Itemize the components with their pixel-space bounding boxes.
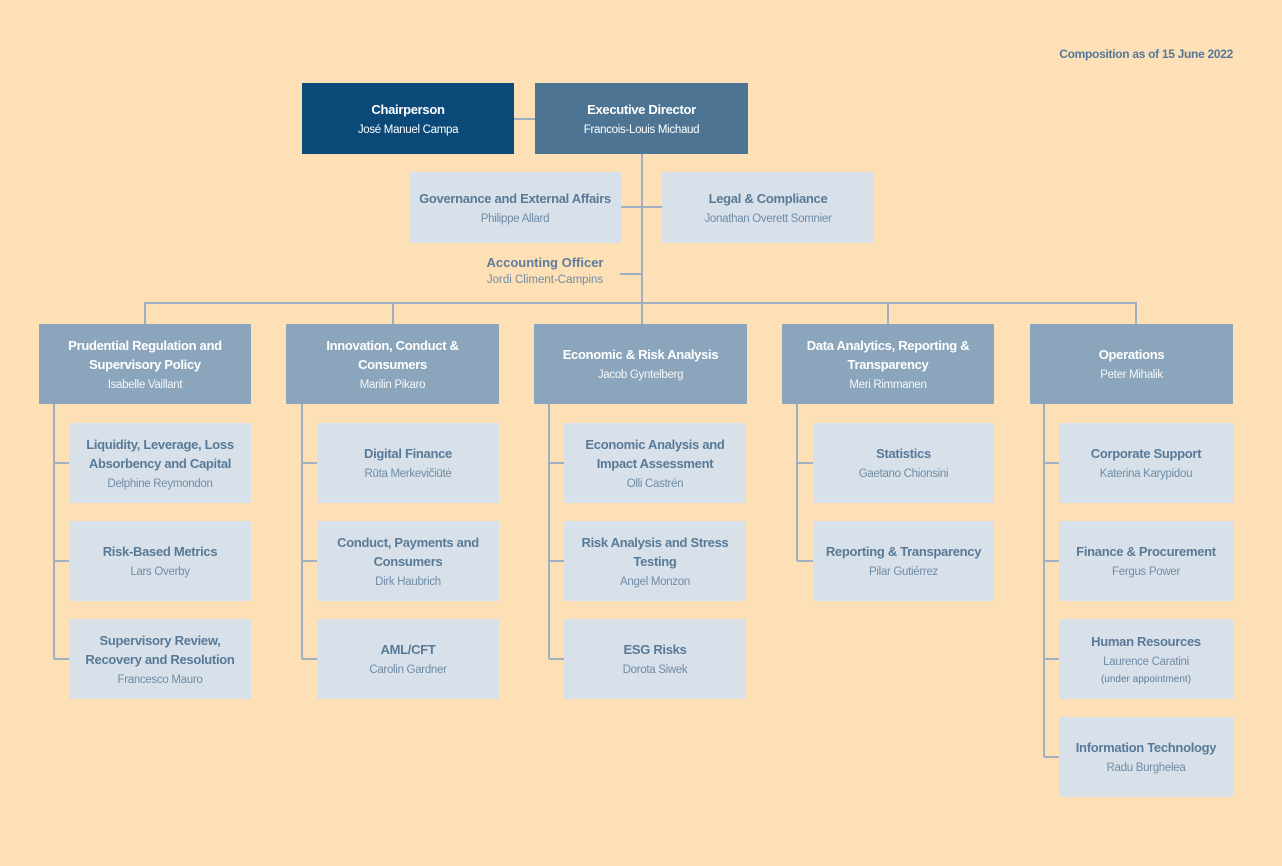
unit-title: ESG Risks	[623, 642, 687, 657]
unit-box: Supervisory Review, Recovery and Resolut…	[69, 619, 251, 699]
unit-box: Information Technology Radu Burghelea	[1059, 717, 1233, 797]
department-title: Operations	[1098, 347, 1165, 362]
unit-title: Liquidity, Leverage, Loss Absorbency and…	[86, 436, 234, 471]
unit-title: Finance & Procurement	[1076, 544, 1216, 559]
unit-head-name: Carolin Gardner	[369, 664, 447, 676]
accounting-name: Jordi Climent-Campins	[486, 274, 604, 286]
department-title: Economic & Risk Analysis	[562, 347, 719, 362]
chairperson-box: Chairperson José Manuel Campa	[302, 83, 514, 154]
legal-name: Jonathan Overett Somnier	[704, 212, 832, 225]
unit-box: Reporting & Transparency Pilar Gutiérrez	[813, 521, 994, 601]
unit-box: Economic Analysis and Impact Assessment …	[564, 423, 746, 503]
executive-director-name: Francois-Louis Michaud	[583, 123, 700, 136]
unit-head-name: Laurence Caratini	[1103, 656, 1189, 668]
governance-name: Philippe Allard	[480, 212, 550, 225]
unit-head-name: Angel Monzon	[620, 575, 690, 588]
department-title: Prudential Regulation and Supervisory Po…	[68, 337, 222, 372]
unit-title: Digital Finance	[364, 446, 452, 461]
governance-box: Governance and External Affairs Philippe…	[409, 172, 621, 243]
chairperson-name: José Manuel Campa	[357, 123, 459, 136]
unit-head-name: Katerina Karypidou	[1099, 468, 1193, 480]
accounting-title: Accounting Officer	[486, 255, 604, 270]
department-head-name: Jacob Gyntelberg	[597, 369, 684, 381]
department-box: Economic & Risk Analysis Jacob Gyntelber…	[534, 324, 747, 404]
unit-title: Information Technology	[1075, 740, 1217, 755]
department-title: Data Analytics, Reporting & Transparency	[806, 337, 970, 372]
unit-box: Human Resources Laurence Caratini (under…	[1059, 619, 1233, 699]
unit-box: Corporate Support Katerina Karypidou	[1059, 423, 1233, 503]
unit-title: Corporate Support	[1090, 446, 1202, 461]
unit-head-name: Gaetano Chionsini	[858, 468, 949, 480]
unit-title: Conduct, Payments and Consumers	[337, 534, 479, 569]
unit-title: Risk-Based Metrics	[102, 544, 218, 559]
department-box: Data Analytics, Reporting & Transparency…	[782, 324, 994, 404]
unit-title: Human Resources	[1091, 634, 1201, 649]
unit-box: Finance & Procurement Fergus Power	[1059, 521, 1233, 601]
unit-head-name: Pilar Gutiérrez	[869, 566, 938, 578]
legal-box: Legal & Compliance Jonathan Overett Somn…	[662, 172, 874, 243]
unit-title: Statistics	[876, 446, 931, 461]
unit-note: (under appointment)	[1100, 674, 1192, 685]
unit-head-name: Dirk Haubrich	[375, 575, 441, 588]
unit-box: Risk Analysis and Stress Testing Angel M…	[564, 521, 746, 601]
department-title: Innovation, Conduct & Consumers	[326, 337, 459, 372]
unit-title: Reporting & Transparency	[825, 544, 982, 559]
unit-head-name: Francesco Mauro	[117, 673, 203, 686]
executive-director-box: Executive Director Francois-Louis Michau…	[535, 83, 748, 154]
executive-director-title: Executive Director	[587, 101, 696, 117]
governance-title: Governance and External Affairs	[419, 190, 611, 206]
department-box: Prudential Regulation and Supervisory Po…	[39, 324, 251, 404]
unit-title: AML/CFT	[380, 642, 436, 657]
unit-box: Digital Finance Rūta Merkevičiūtė	[317, 423, 499, 503]
unit-head-name: Olli Castrén	[626, 477, 684, 490]
department-head-name: Peter Mihalik	[1100, 369, 1163, 381]
unit-box: Statistics Gaetano Chionsini	[813, 423, 994, 503]
unit-box: Risk-Based Metrics Lars Overby	[69, 521, 251, 601]
legal-title: Legal & Compliance	[708, 190, 828, 206]
department-head-name: Isabelle Vaillant	[107, 378, 183, 391]
department-head-name: Meri Rimmanen	[849, 378, 927, 391]
unit-box: Conduct, Payments and Consumers Dirk Hau…	[317, 521, 499, 601]
unit-box: Liquidity, Leverage, Loss Absorbency and…	[69, 423, 251, 503]
department-head-name: Marilin Pikaro	[359, 378, 426, 391]
unit-head-name: Dorota Siwek	[622, 664, 688, 676]
unit-title: Economic Analysis and Impact Assessment	[585, 436, 725, 471]
chairperson-title: Chairperson	[371, 101, 445, 117]
unit-head-name: Delphine Reymondon	[107, 477, 213, 490]
accounting-officer: Accounting Officer Jordi Climent-Campins	[462, 254, 628, 288]
unit-title: Risk Analysis and Stress Testing	[581, 534, 729, 569]
unit-head-name: Radu Burghelea	[1106, 762, 1186, 774]
composition-note: Composition as of 15 June 2022	[1059, 47, 1233, 61]
unit-box: AML/CFT Carolin Gardner	[317, 619, 499, 699]
department-box: Operations Peter Mihalik	[1030, 324, 1233, 404]
unit-head-name: Lars Overby	[130, 566, 190, 578]
unit-box: ESG Risks Dorota Siwek	[564, 619, 746, 699]
department-box: Innovation, Conduct & Consumers Marilin …	[286, 324, 499, 404]
unit-head-name: Rūta Merkevičiūtė	[364, 468, 452, 480]
unit-head-name: Fergus Power	[1112, 566, 1180, 578]
unit-title: Supervisory Review, Recovery and Resolut…	[85, 632, 235, 667]
